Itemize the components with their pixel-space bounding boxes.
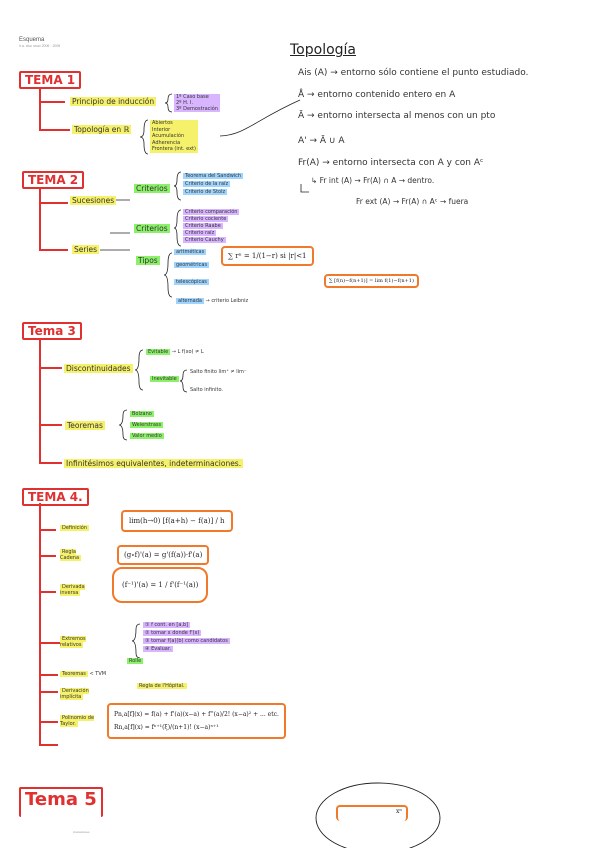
topologia-line: Fr(A) → entorno intersecta con A y con A… — [298, 158, 484, 168]
topologia-item: Interior — [150, 126, 198, 133]
tema4-title: TEMA 4. — [22, 488, 89, 507]
tema3-salto-infinito: Salto infinito. — [190, 387, 224, 393]
tema3-evitable-row: Evitable → L f(xo) ≠ L — [146, 349, 204, 355]
tema1-topologia-label: Topología en ℝ — [72, 125, 132, 134]
extremos-step: ③ tomar f(a)(b) como candidatos — [143, 638, 230, 644]
topologia-line: Ais (A) → entorno sólo contiene el punto… — [298, 68, 529, 78]
taylor-polynomial-formula: Pn,a[f](x) = f(a) + f'(a)(x−a) + f''(a)/… — [114, 711, 279, 718]
page-footer: Anotaciones — [73, 830, 90, 834]
tema2-tipo-geometricas: geométricas — [174, 262, 210, 268]
extremos-step: ④ Evaluar. — [143, 646, 174, 652]
topologia-line: Fr ext (A) → Fr(A) ∩ Aᶜ → fuera — [356, 197, 469, 206]
tema2-title: TEMA 2 — [22, 171, 85, 190]
extremos-step: ① f cont. en [a,b] — [143, 622, 191, 628]
topologia-item: Adherencia — [150, 139, 198, 146]
tema3-teoremas-list: Bolzano Weierstrass Valor medio — [130, 409, 164, 442]
tema5-title: Tema 5 — [19, 787, 103, 817]
tema2-sucesiones: Sucesiones — [70, 196, 117, 205]
topologia-line: A' → Ā ∪ A — [298, 136, 345, 146]
tema5-partial-box: xⁿ — [336, 805, 408, 821]
criterio-item: Teorema del Sandwich — [183, 173, 244, 179]
tema3-salto-finito: Salto finito lim⁺ ≠ lim⁻ — [190, 369, 247, 375]
tema4-hopital: Regla de l'Hôpital. — [137, 683, 187, 689]
tema3-teoremas: Teoremas — [65, 421, 105, 430]
tema3-discontinuidades: Discontinuidades — [64, 364, 133, 373]
tema2-series-criterios-list: Criterio comparación Criterio cociente C… — [183, 209, 240, 244]
teorema-item: Weierstrass — [130, 422, 164, 428]
tema3-inevitable: Inevitable — [150, 376, 179, 382]
document-subtitle: h.a. ciuc usuo 2006 · 2005 — [19, 44, 61, 48]
topologia-title: Topología — [290, 42, 357, 58]
criterio-item: Criterio comparación — [183, 209, 240, 215]
tema2-suc-criterios-list: Teorema del Sandwich Criterio de la raíz… — [183, 172, 244, 196]
derivative-definition-formula: lim(h→0) [f(a+h) − f(a)] / h — [121, 510, 233, 532]
tema4-regla-cadena: Regla Cadena — [60, 549, 82, 561]
induccion-step: 3º Demostración — [174, 106, 221, 112]
tema4-rolle: Rolle — [127, 658, 144, 664]
criterio-item: Criterio raíz — [183, 230, 217, 236]
taylor-remainder-formula: Rn,a[f](x) = fⁿ⁺¹(ξ)/(n+1)! (x−a)ⁿ⁺¹ — [114, 724, 219, 731]
extremos-step: ② tomar x donde f'(x) — [143, 630, 202, 636]
tema1-induccion: Principio de inducción — [70, 97, 157, 106]
tema2-tipos: Tipos — [136, 256, 160, 265]
tema2-alternada-row: alternada → criterio Leibniz — [176, 298, 249, 304]
geometric-series-formula: ∑ rⁿ = 1/(1−r) si |r|<1 — [221, 246, 314, 266]
tema3-infinitesimos: Infinitésimos equivalentes, indeterminac… — [64, 459, 244, 468]
topologia-line: Å → entorno contenido entero en A — [298, 90, 456, 100]
tema1-topologia-items: Abiertos Interior Acumulación Adherencia… — [150, 120, 198, 153]
topologia-line: ↳ Fr int (A) → Fr(A) ∩ A → dentro. — [311, 176, 435, 185]
tema2-tipo-aritmeticas: aritméticas — [174, 249, 207, 255]
criterio-item: Criterio Raabe — [183, 223, 223, 229]
tema1-title: TEMA 1 — [19, 71, 82, 90]
induccion-step: 1º Caso base — [174, 94, 221, 100]
tema2-series: Series — [72, 245, 100, 254]
teorema-item: Valor medio — [130, 433, 164, 439]
document-title: Esquema — [19, 37, 45, 43]
taylor-formula-box: Pn,a[f](x) = f(a) + f'(a)(x−a) + f''(a)/… — [107, 703, 286, 739]
tema3-title: Tema 3 — [22, 322, 82, 341]
topologia-item: Abiertos — [150, 120, 198, 127]
tema4-teoremas-row: Teoremas < TVM — [60, 671, 107, 677]
induccion-step: 2º H. I. — [174, 100, 221, 106]
chain-rule-formula: (g∘f)'(a) = g'(f(a))·f'(a) — [117, 545, 210, 565]
tema4-extremos-steps: ① f cont. en [a,b] ② tomar x donde f'(x)… — [143, 621, 230, 653]
telescopic-series-formula: ∑ [f(n)−f(n+1)] = lim f(1)−f(n+1) — [324, 274, 419, 288]
tema4-derivada-inversa: Derivada inversa — [60, 584, 85, 596]
tema4-taylor: Polinomio de Taylor. — [60, 715, 95, 727]
topologia-item: Acumulación — [150, 133, 198, 140]
tema4-definicion: Definición — [60, 525, 89, 531]
teorema-item: Bolzano — [130, 411, 154, 417]
tema2-series-criterios: Criterios — [134, 224, 170, 233]
inverse-derivative-formula: (f⁻¹)'(a) = 1 / f'(f⁻¹(a)) — [112, 567, 209, 603]
tema4-derivacion-implicita: Derivación implícita — [60, 688, 89, 700]
criterio-item: Criterio de Stolz — [183, 189, 228, 195]
tema4-extremos: Extremos relativos — [60, 636, 86, 648]
criterio-item: Criterio de la raíz — [183, 181, 231, 187]
tema2-tipo-telescopicas: telescópicas — [174, 279, 209, 285]
criterio-item: Criterio cociente — [183, 216, 229, 222]
topologia-line: Ā → entorno intersecta al menos con un p… — [298, 111, 496, 121]
tema1-induccion-steps: 1º Caso base 2º H. I. 3º Demostración — [174, 94, 221, 112]
topologia-item: Frontera (int. ext) — [150, 146, 198, 153]
criterio-item: Criterio Cauchy — [183, 237, 226, 243]
tema2-sucesiones-criterios: Criterios — [134, 184, 170, 193]
